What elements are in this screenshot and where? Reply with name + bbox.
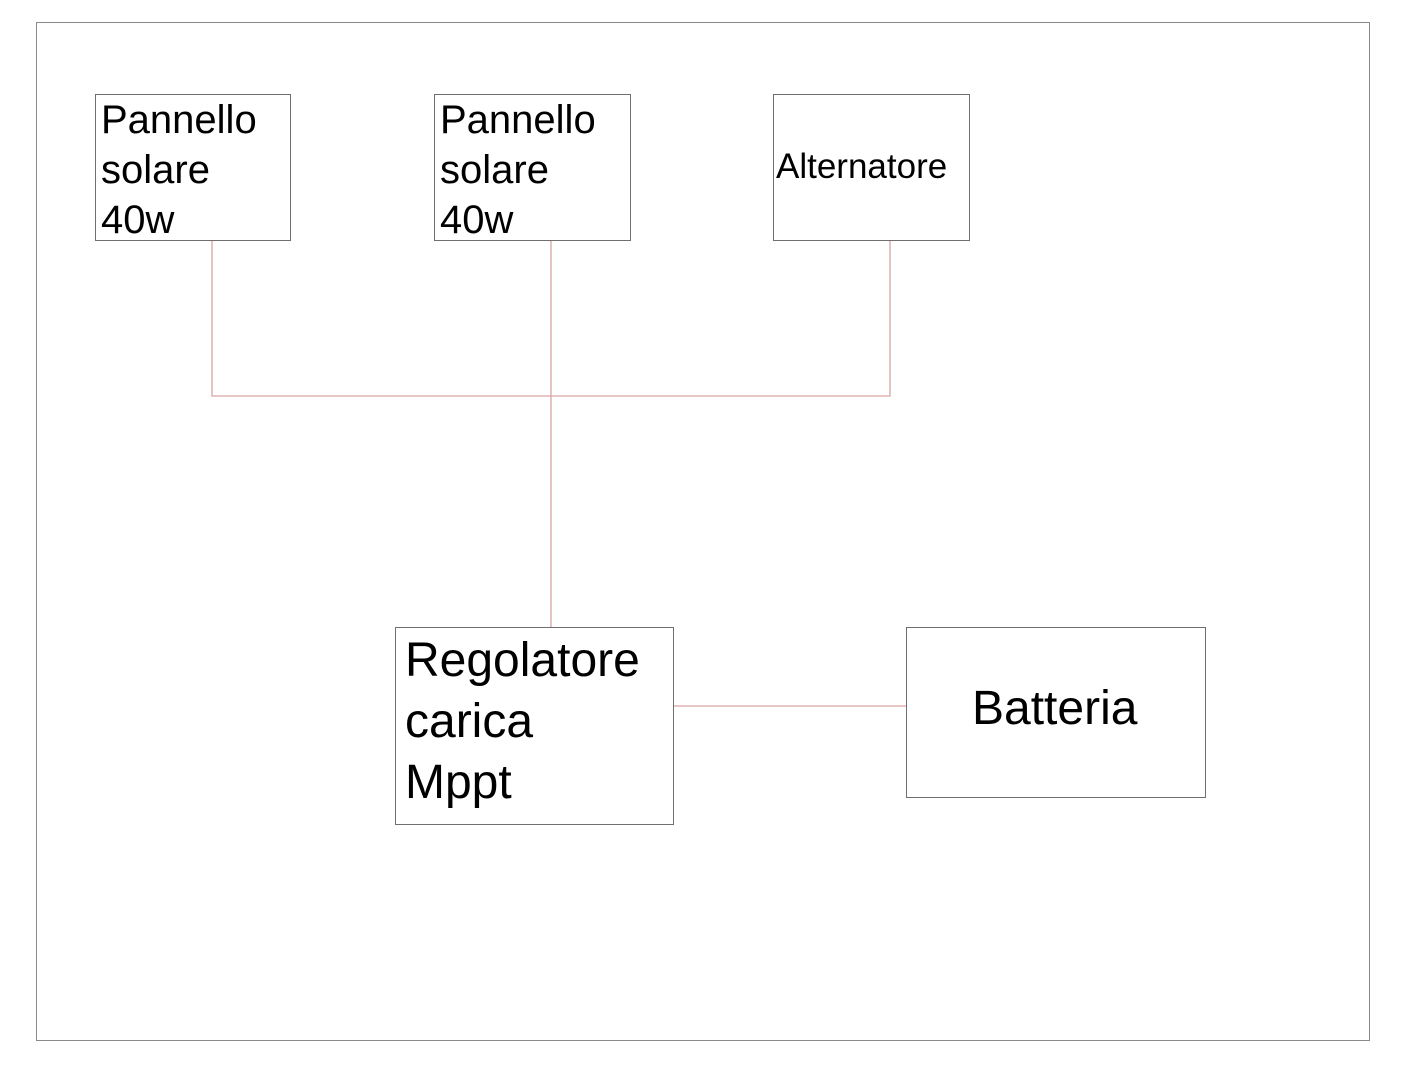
- solar-panel-1-box: Pannello solare 40w: [95, 94, 291, 242]
- solar-panel-2-label: Pannello solare 40w: [440, 98, 596, 242]
- charge-regulator-box: Regolatore carica Mppt: [395, 627, 674, 825]
- battery-box: Batteria: [906, 627, 1206, 798]
- charge-regulator-label: Regolatore carica Mppt: [405, 634, 640, 809]
- wire-panel-1-to-bus: [211, 241, 551, 397]
- diagram-border: [36, 22, 1370, 1041]
- alternator-box: Alternatore: [773, 94, 970, 241]
- battery-label: Batteria: [972, 682, 1138, 735]
- solar-panel-2-box: Pannello solare 40w: [434, 94, 631, 242]
- wire-alternator-to-bus: [551, 241, 891, 397]
- alternator-label: Alternatore: [776, 147, 948, 186]
- solar-panel-1-label: Pannello solare 40w: [101, 98, 257, 242]
